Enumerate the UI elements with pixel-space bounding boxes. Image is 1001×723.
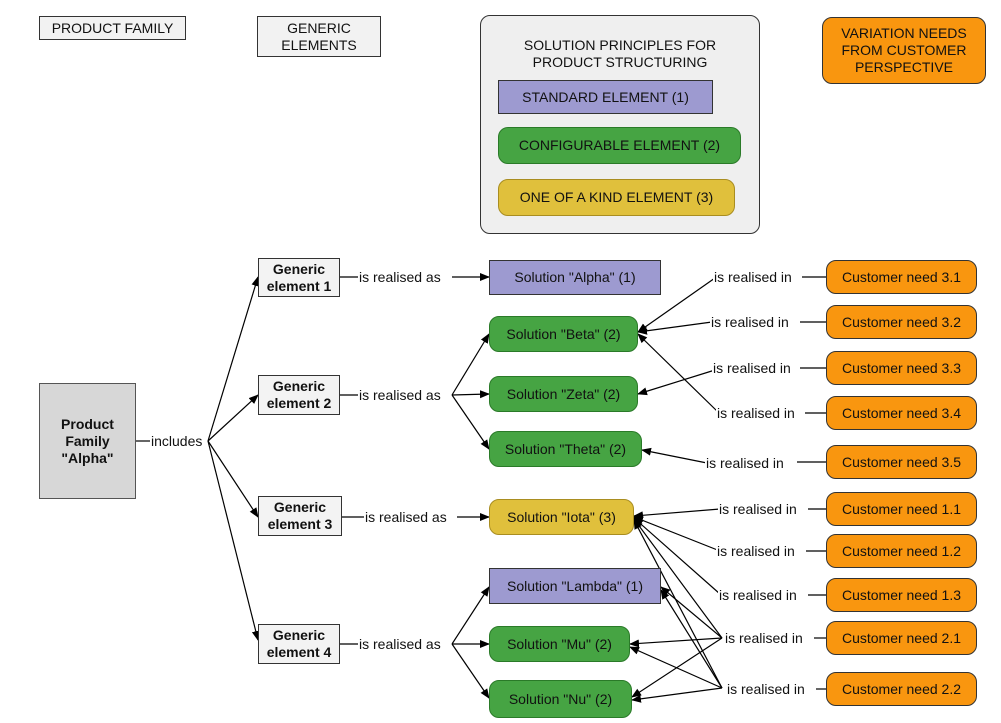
edge-c33-zeta (637, 369, 716, 396)
edge-c31-beta (637, 277, 716, 333)
edge-c21-iota (633, 518, 723, 639)
edge-g4-nu (451, 643, 490, 699)
edge-c22-nu (631, 687, 723, 703)
edge-c21-nu (631, 637, 723, 698)
customer-need-1-2: Customer need 1.2 (826, 534, 977, 568)
customer-need-3-2: Customer need 3.2 (826, 305, 977, 339)
realised-as-label-g4: is realised as (358, 636, 442, 652)
realised-in-label-c12: is realised in (716, 543, 796, 559)
generic-element-3: Generic element 3 (258, 496, 342, 536)
generic-element-1: Generic element 1 (258, 258, 340, 297)
realised-in-label-c21: is realised in (724, 630, 804, 646)
customer-need-2-2: Customer need 2.2 (826, 672, 977, 706)
customer-need-1-3: Customer need 1.3 (826, 578, 977, 612)
edge-includes-g3 (207, 440, 259, 518)
realised-in-label-c32: is realised in (710, 314, 790, 330)
solution-mu: Solution "Mu" (2) (489, 626, 630, 662)
header-product-family: PRODUCT FAMILY (39, 16, 186, 40)
realised-in-label-c34: is realised in (716, 405, 796, 421)
customer-need-3-5: Customer need 3.5 (826, 445, 977, 479)
solution-zeta: Solution "Zeta" (2) (489, 376, 638, 412)
customer-need-1-1: Customer need 1.1 (826, 492, 977, 526)
realised-in-label-c35: is realised in (705, 455, 785, 471)
solution-beta: Solution "Beta" (2) (489, 316, 638, 352)
product-family-node: Product Family "Alpha" (39, 383, 136, 499)
solution-lambda: Solution "Lambda" (1) (489, 568, 661, 604)
edge-c12-iota (633, 516, 721, 552)
edge-g4-lambda (451, 586, 490, 645)
generic-element-2: Generic element 2 (258, 375, 340, 415)
customer-need-3-1: Customer need 3.1 (826, 260, 977, 294)
edge-c13-iota (633, 517, 721, 595)
header-solution-principles: SOLUTION PRINCIPLES FOR PRODUCT STRUCTUR… (523, 37, 717, 70)
edge-c11-iota (633, 508, 721, 520)
edge-g2-zeta (451, 390, 490, 399)
edge-c32-beta (637, 321, 713, 335)
generic-element-4: Generic element 4 (258, 624, 340, 664)
edge-g2-beta (451, 333, 490, 396)
customer-need-3-3: Customer need 3.3 (826, 351, 977, 385)
edge-c22-lambda (660, 589, 723, 689)
legend-configurable-element: CONFIGURABLE ELEMENT (2) (498, 127, 741, 164)
realised-in-label-c33: is realised in (712, 360, 792, 376)
edge-g2-theta (451, 394, 490, 450)
realised-in-label-c22: is realised in (726, 681, 806, 697)
edge-c22-iota (633, 519, 723, 689)
solution-iota: Solution "Iota" (3) (489, 499, 634, 535)
solution-alpha: Solution "Alpha" (1) (489, 260, 661, 295)
legend-standard-element: STANDARD ELEMENT (1) (498, 80, 713, 114)
solution-theta: Solution "Theta" (2) (489, 431, 642, 467)
realised-as-label-g1: is realised as (358, 269, 442, 285)
realised-as-label-g3: is realised as (364, 509, 448, 525)
header-variation-needs: VARIATION NEEDS FROM CUSTOMER PERSPECTIV… (822, 17, 986, 84)
solution-nu: Solution "Nu" (2) (489, 680, 632, 718)
customer-need-2-1: Customer need 2.1 (826, 621, 977, 655)
edge-c21-lambda (660, 586, 723, 639)
edge-c21-mu (629, 637, 723, 648)
realised-as-label-g2: is realised as (358, 387, 442, 403)
realised-in-label-c11: is realised in (718, 501, 798, 517)
edge-includes-g1 (207, 276, 260, 442)
edge-c34-beta (637, 333, 719, 413)
edge-includes-g2 (207, 394, 259, 442)
realised-in-label-c13: is realised in (718, 587, 798, 603)
legend-one-of-a-kind-element: ONE OF A KIND ELEMENT (3) (498, 179, 735, 216)
customer-need-3-4: Customer need 3.4 (826, 396, 977, 430)
realised-in-label-c31: is realised in (713, 269, 793, 285)
edge-includes-g4 (207, 440, 260, 641)
edge-c35-theta (641, 447, 708, 464)
includes-label: includes (150, 433, 204, 449)
header-generic-elements: GENERIC ELEMENTS (257, 16, 381, 57)
